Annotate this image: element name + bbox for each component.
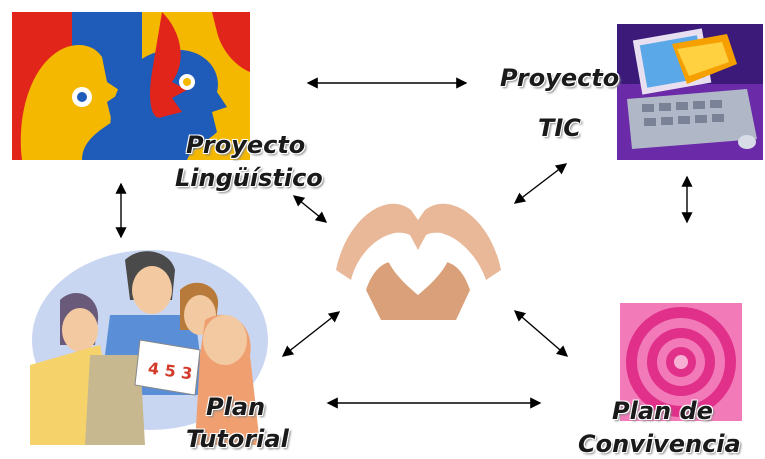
computer-illustration bbox=[617, 24, 763, 160]
heart-hands-photo bbox=[326, 180, 509, 323]
label-proyecto-linguistico-line1: Proyecto bbox=[186, 131, 306, 159]
label-proyecto-linguistico-line2: Lingüístico bbox=[175, 164, 323, 192]
label-plan-tutorial-line1: Plan bbox=[206, 393, 266, 421]
label-proyecto-tic-line2: TIC bbox=[538, 114, 581, 142]
pink-spiral bbox=[620, 303, 742, 421]
label-plan-convivencia-line2: Convivencia bbox=[578, 430, 741, 458]
european-languages-logo bbox=[12, 12, 250, 160]
arrow-center-convivencia bbox=[513, 310, 569, 357]
group-meeting-illustration: 4 5 3 bbox=[30, 245, 270, 445]
arrow-center-tic bbox=[513, 163, 568, 204]
label-plan-convivencia-line1: Plan de bbox=[612, 397, 713, 425]
label-plan-tutorial-line2: Tutorial bbox=[186, 425, 289, 453]
label-proyecto-tic-line1: Proyecto bbox=[500, 64, 620, 92]
arrow-center-linguistico bbox=[292, 195, 328, 223]
